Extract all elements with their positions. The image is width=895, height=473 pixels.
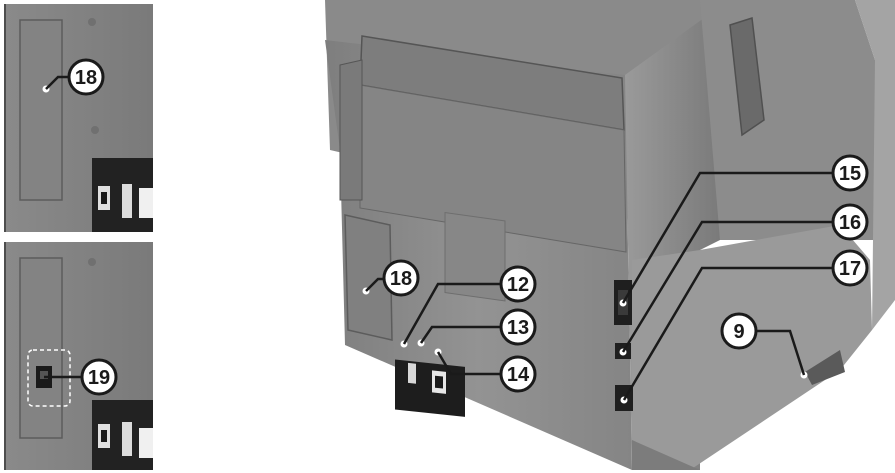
- callout-14-leader: [436, 351, 501, 376]
- inset-top-callout-18-circle: [67, 58, 105, 96]
- callout-14-label: 14: [507, 364, 530, 386]
- printer-fuse-holder: [408, 362, 416, 384]
- inset-top-door: [19, 19, 63, 201]
- inset-bottom-usb-highlight: [27, 349, 71, 407]
- printer-body: [325, 0, 895, 470]
- callout-15: 15: [619, 154, 869, 307]
- printer-foot: [805, 350, 845, 385]
- callout-17-circle: [831, 249, 869, 287]
- printer-base-bottom: [632, 440, 700, 470]
- callout-18-main-leader: [365, 277, 384, 292]
- inset-bottom-rocker-switch-inner: [101, 430, 107, 442]
- callout-18-main-circle: [382, 259, 420, 297]
- inset-top: 18: [4, 4, 153, 232]
- callout-17-leader: [622, 266, 833, 401]
- inset-top-screw-2: [91, 126, 99, 134]
- callout-13-label: 13: [507, 317, 529, 339]
- inset-top-socket: [139, 188, 153, 218]
- callout-13: 13: [417, 308, 537, 347]
- inset-bottom-screw: [88, 258, 96, 266]
- printer-inner-recess: [444, 211, 506, 302]
- inset-top-callout-18-label: 18: [75, 67, 97, 89]
- printer-left-door: [344, 214, 393, 341]
- callout-13-circle: [499, 308, 537, 346]
- inset-top-screw: [88, 18, 96, 26]
- callout-12-circle: [499, 265, 537, 303]
- printer-handle-slot: [729, 17, 765, 137]
- callout-16-circle: [831, 203, 869, 241]
- printer-left-bracket: [339, 59, 363, 201]
- callout-13-leader: [419, 325, 501, 344]
- callout-14-circle: [499, 355, 537, 393]
- inset-bottom-callout-19-circle: [80, 358, 118, 396]
- callout-15-leader: [621, 171, 833, 304]
- inset-bottom-usb-port-inner: [40, 371, 48, 379]
- inset-top-rocker-switch-inner: [101, 192, 107, 204]
- callout-16: 16: [619, 203, 869, 356]
- callout-16-leader: [621, 220, 833, 353]
- inset-top-fuse: [122, 184, 132, 218]
- inset-bottom-callout-19-label: 19: [88, 367, 110, 389]
- callout-18-main-label: 18: [390, 268, 412, 290]
- inset-bottom-fuse: [122, 422, 132, 456]
- inset-top-callout-18-leader: [45, 75, 70, 90]
- inset-bottom-socket: [139, 428, 153, 458]
- callout-9-leader: [756, 329, 806, 376]
- callout-17: 17: [620, 249, 869, 404]
- inset-bottom-door: [19, 257, 63, 439]
- inset-bottom: 19: [4, 242, 153, 470]
- callout-9-label: 9: [733, 321, 744, 343]
- callout-18-main: 18: [362, 259, 420, 297]
- callout-15-label: 15: [839, 163, 861, 185]
- callout-12-leader: [402, 282, 501, 345]
- printer-right-edge: [855, 0, 895, 330]
- callout-9: 9: [720, 312, 808, 379]
- callout-15-circle: [831, 154, 869, 192]
- callout-12: 12: [400, 265, 537, 348]
- printer-power-switch-inner: [435, 375, 443, 389]
- callout-16-label: 16: [839, 212, 861, 234]
- callout-9-circle: [720, 312, 758, 350]
- callout-12-label: 12: [507, 274, 529, 296]
- callout-14: 14: [434, 348, 537, 393]
- callout-17-label: 17: [839, 258, 861, 280]
- printer-power-panel: [395, 359, 465, 417]
